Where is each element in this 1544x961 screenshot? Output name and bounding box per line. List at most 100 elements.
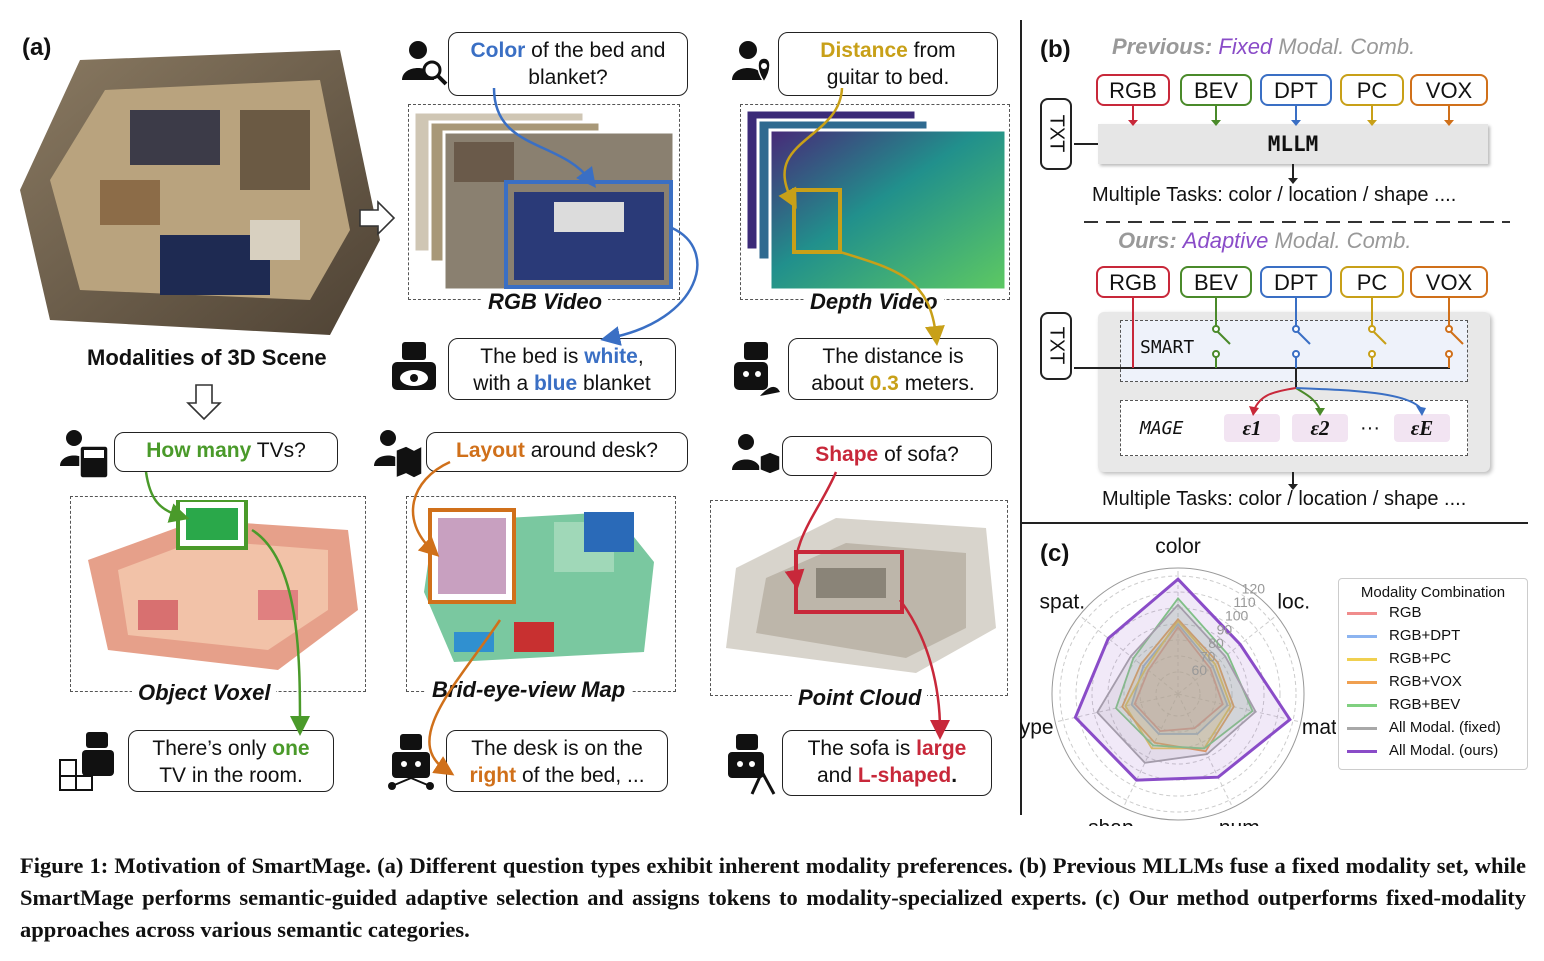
legend-rows: RGB RGB+DPT RGB+PC RGB+VOX RGB+BEV All Modal.… xyxy=(1339,601,1527,762)
rgb-answer-text: The bed is xyxy=(480,345,585,368)
legend-label: All Modal. (ours) xyxy=(1389,742,1499,759)
radar-series-1 xyxy=(1130,622,1229,735)
person-search-icon xyxy=(402,41,448,86)
panel-a-connectors xyxy=(144,87,950,776)
smart-label: SMART xyxy=(1140,337,1195,358)
radar-axis-label: mat. xyxy=(1302,716,1336,739)
prev-tasks: Multiple Tasks: color / location / shape… xyxy=(1092,184,1457,206)
radar-series-2 xyxy=(1124,619,1232,750)
depth-video-label: Depth Video xyxy=(804,289,944,315)
radar-tick-label: 90 xyxy=(1217,621,1233,637)
radar-axis-label: type xyxy=(1020,716,1054,739)
radar-axis-label: shap. xyxy=(1088,816,1139,826)
expert-ellipsis: ··· xyxy=(1360,417,1380,439)
person-box-icon xyxy=(732,434,781,475)
pc-answer-key1: large xyxy=(916,737,967,760)
radar-tick-label: 100 xyxy=(1225,608,1249,624)
voxel-question-key: How many xyxy=(146,439,252,462)
legend-label: RGB+PC xyxy=(1389,650,1452,667)
pc-answer-period: . xyxy=(951,764,958,787)
legend-label: RGB+DPT xyxy=(1389,627,1461,644)
voxel-label: Object Voxel xyxy=(132,680,277,706)
scene-label: Modalities of 3D Scene xyxy=(87,345,327,370)
expert-2: ε2 xyxy=(1292,414,1348,442)
legend-item: RGB+PC xyxy=(1339,647,1527,670)
person-calculator-icon xyxy=(60,430,109,479)
legend-item: RGB+VOX xyxy=(1339,670,1527,693)
rgb-question-line2: blanket? xyxy=(528,66,608,89)
rgb-video-frames xyxy=(414,112,676,292)
legend-swatch xyxy=(1347,704,1377,707)
prev-mod-pc: PC xyxy=(1340,74,1404,106)
legend-swatch xyxy=(1347,681,1377,684)
legend-title: Modality Combination xyxy=(1360,584,1506,601)
rgb-question-text: of the bed and xyxy=(525,39,666,62)
bev-label: Brid-eye-view Map xyxy=(426,677,632,703)
voxel-answer-line2: TV in the room. xyxy=(159,764,303,787)
ours-mod-dpt: DPT xyxy=(1260,266,1332,298)
legend-swatch xyxy=(1347,750,1377,753)
bev-answer-key: right xyxy=(469,764,517,787)
legend-item: RGB+BEV xyxy=(1339,693,1527,716)
prev-mod-vox: VOX xyxy=(1410,74,1488,106)
legend-item: RGB xyxy=(1339,601,1527,624)
voxel-answer-text: There’s only xyxy=(152,737,273,760)
ours-title-key: Adaptive xyxy=(1182,228,1269,253)
prev-mod-rgb: RGB xyxy=(1096,74,1170,106)
point-cloud-image xyxy=(726,518,996,673)
radar-axis-label: num. xyxy=(1219,816,1266,826)
voxel-question-text: TVs? xyxy=(251,439,306,462)
robot-eye-icon xyxy=(392,342,436,390)
depth-answer-line1: The distance is xyxy=(822,345,964,368)
bev-question-key: Layout xyxy=(456,439,525,462)
horizontal-divider xyxy=(1022,522,1528,524)
previous-title: Previous: Fixed Modal. Comb. xyxy=(1112,34,1415,60)
prev-mod-bev: BEV xyxy=(1180,74,1252,106)
down-arrow-icon xyxy=(186,384,222,421)
bev-answer-text: of the bed, ... xyxy=(516,764,645,787)
prev-arrows xyxy=(1074,106,1510,223)
rgb-video-label: RGB Video xyxy=(482,289,609,315)
rgb-answer-key2: blue xyxy=(533,372,578,395)
prev-txt-box: TXT xyxy=(1040,98,1072,170)
panel-b-tag: (b) xyxy=(1040,36,1071,63)
radar-series-6 xyxy=(1073,577,1292,782)
robot-satellite-icon xyxy=(734,342,780,396)
radar-tick-label: 120 xyxy=(1242,580,1266,596)
panel-c-tag: (c) xyxy=(1040,540,1070,567)
radar-axis-label: color xyxy=(1155,535,1201,558)
voxel-answer-key: one xyxy=(272,737,310,760)
legend-item: RGB+DPT xyxy=(1339,624,1527,647)
right-arrow-icon xyxy=(359,200,396,236)
legend-label: RGB+BEV xyxy=(1389,696,1461,713)
previous-title-rest: Modal. Comb. xyxy=(1272,34,1416,59)
legend-label: RGB+VOX xyxy=(1389,673,1462,690)
figure-caption: Figure 1: Motivation of SmartMage. (a) D… xyxy=(20,853,1526,942)
depth-question-line2: guitar to bed. xyxy=(826,66,950,89)
ours-tasks: Multiple Tasks: color / location / shape… xyxy=(1102,488,1467,510)
legend-label: All Modal. (fixed) xyxy=(1389,719,1501,736)
robot-cubes-icon xyxy=(59,732,114,791)
robot-network-icon xyxy=(388,734,434,790)
depth-answer-text: about xyxy=(811,372,870,395)
expert-e: εE xyxy=(1394,414,1450,442)
legend-swatch xyxy=(1347,658,1377,661)
rgb-answer-text3: blanket xyxy=(577,372,651,395)
depth-answer-text2: meters. xyxy=(898,372,975,395)
bev-answer-bubble: The desk is on the right of the bed, ... xyxy=(446,730,668,792)
person-map-icon xyxy=(374,430,423,480)
radar-grid-ring xyxy=(1155,671,1201,717)
prev-mod-dpt: DPT xyxy=(1260,74,1332,106)
robot-compass-icon xyxy=(728,734,776,795)
radar-axis-label: loc. xyxy=(1277,591,1310,614)
ours-title: Ours: Adaptive Modal. Comb. xyxy=(1118,228,1411,254)
mllm-block: MLLM xyxy=(1098,124,1488,164)
pc-question-text: of sofa? xyxy=(878,443,959,466)
rgb-answer-comma: , xyxy=(637,345,644,368)
expert-1: ε1 xyxy=(1224,414,1280,442)
scene-3d-image xyxy=(20,50,380,335)
depth-answer-key: 0.3 xyxy=(869,372,899,395)
legend-item: All Modal. (ours) xyxy=(1339,739,1527,762)
bev-question-text: around desk? xyxy=(524,439,658,462)
